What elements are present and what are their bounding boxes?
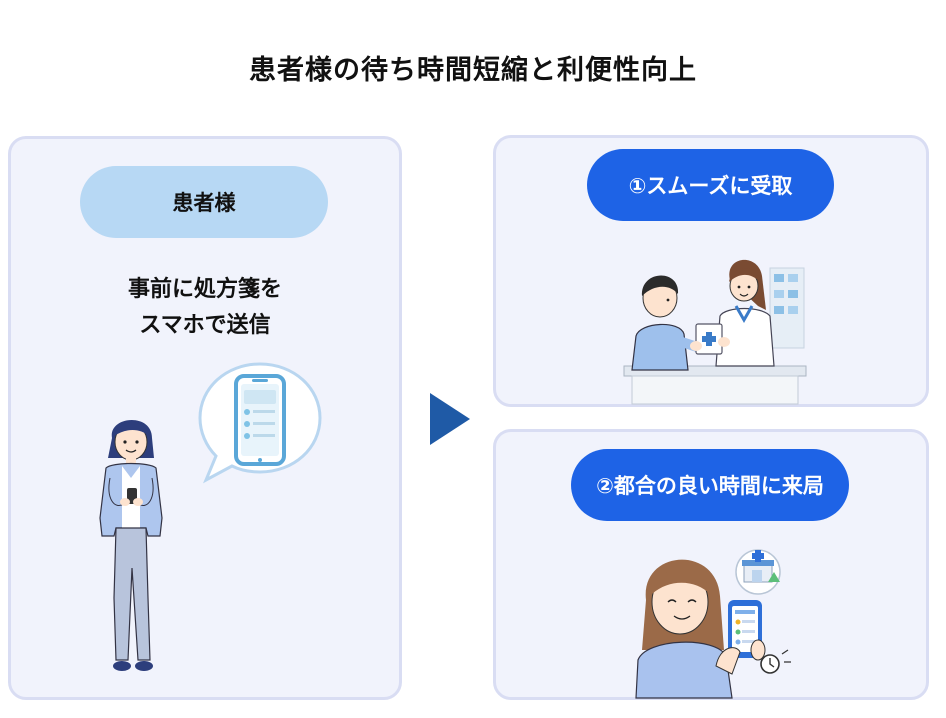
flow-arrow-icon [430, 393, 470, 445]
patient-woman-illustration [99, 419, 163, 671]
patient-description-line-2: スマホで送信 [139, 313, 271, 338]
speech-bubble-phone-illustration [198, 362, 322, 484]
patient-description-line-1: 事前に処方箋を [127, 277, 282, 302]
benefit-smooth-pickup-pill: ①スムーズに受取 [587, 149, 834, 221]
benefit-convenient-time-pill: ②都合の良い時間に来局 [571, 449, 849, 521]
pharmacy-handover-illustration [623, 259, 807, 405]
woman-phone-booking-illustration [635, 549, 791, 699]
patient-label-pill: 患者様 [80, 166, 328, 238]
diagram-title: 患者様の待ち時間短縮と利便性向上 [249, 55, 697, 86]
